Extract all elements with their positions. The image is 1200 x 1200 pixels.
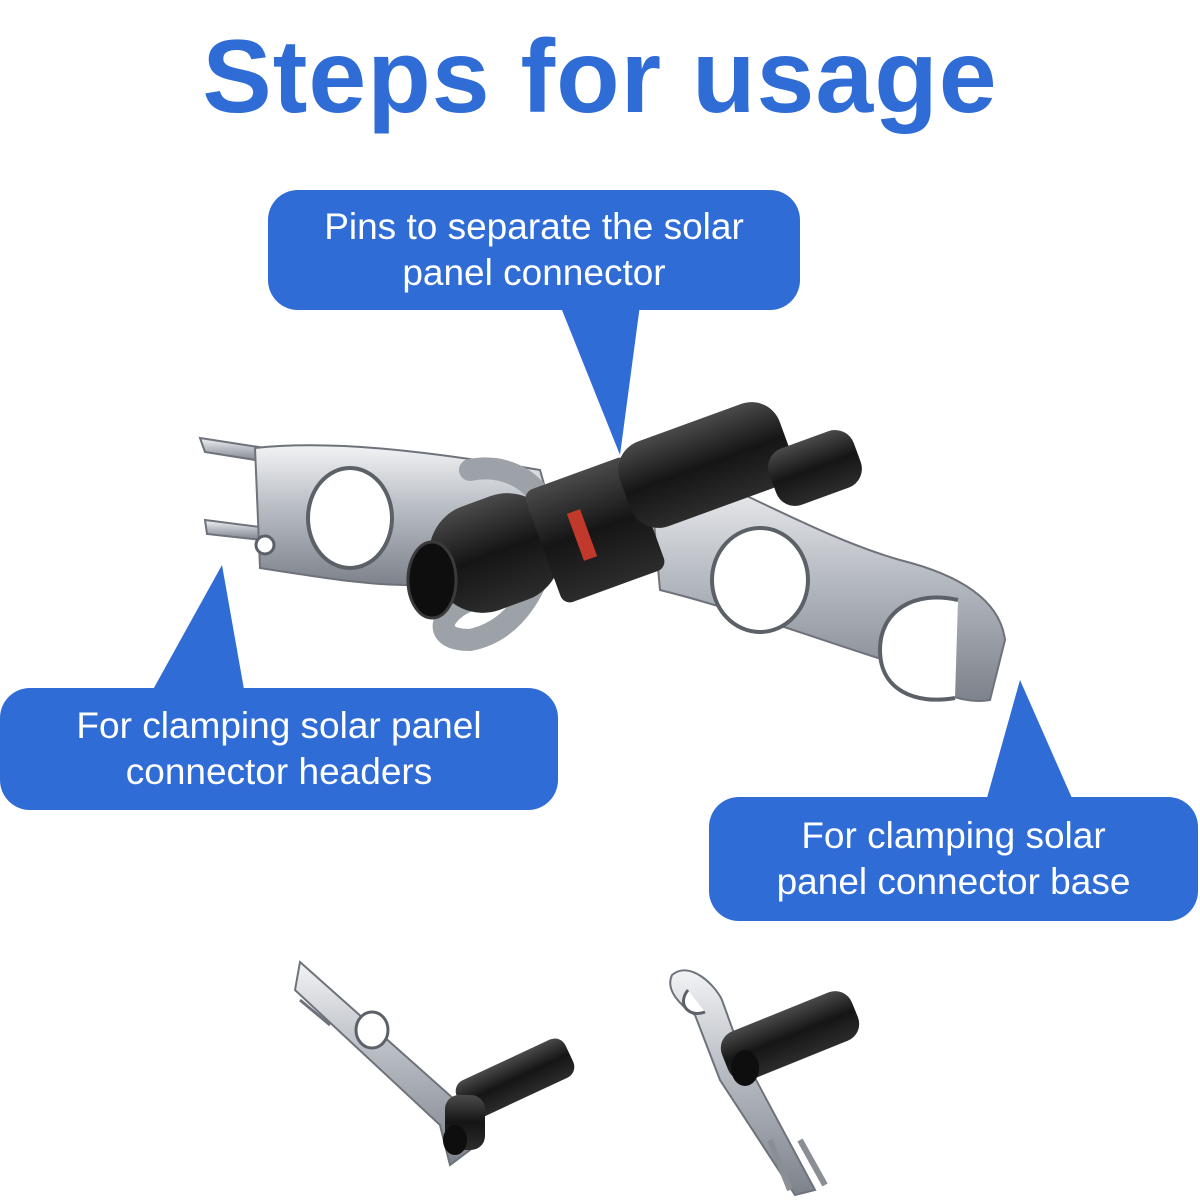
callout-base-line1: For clamping solar (801, 815, 1106, 856)
callout-pins-line2: panel connector (402, 252, 666, 293)
callout-headers-line1: For clamping solar panel (76, 705, 482, 746)
callout-base-line2: panel connector base (776, 861, 1131, 902)
right-spanner (648, 468, 1007, 702)
callout-pins: Pins to separate the solar panel connect… (268, 190, 800, 310)
usage-image-2 (669, 969, 860, 1197)
callout-base-tail (985, 680, 1075, 805)
usage-image-1 (293, 960, 575, 1167)
page-title: Steps for usage (202, 19, 998, 135)
callout-pins-tail (560, 305, 640, 455)
callout-headers-line2: connector headers (125, 751, 433, 792)
callout-headers: For clamping solar panel connector heade… (0, 688, 558, 810)
callout-headers-tail (150, 565, 245, 695)
callout-base: For clamping solar panel connector base (709, 797, 1198, 921)
solar-connector (406, 402, 862, 620)
callout-pins-line1: Pins to separate the solar (324, 206, 744, 247)
